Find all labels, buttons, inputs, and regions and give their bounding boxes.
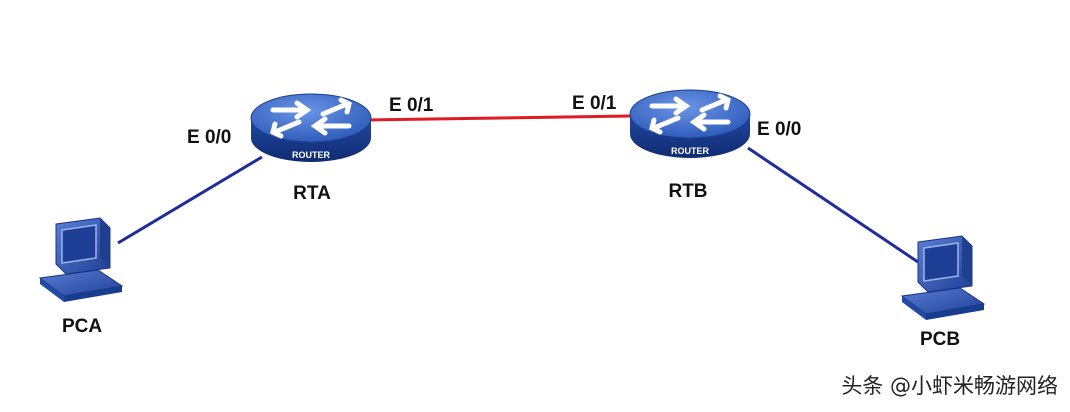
interface-label-rtb-e01: E 0/1 <box>572 93 617 114</box>
router-rtb[interactable]: ROUTER <box>629 89 751 158</box>
interface-label-rta-e00: E 0/0 <box>187 127 231 148</box>
router-badge: ROUTER <box>671 146 710 156</box>
router-arrows-icon <box>649 93 731 135</box>
pc-pcb[interactable] <box>900 235 986 320</box>
router-arrows-icon <box>270 97 352 139</box>
pc-pca[interactable] <box>38 217 124 302</box>
computer-icon <box>900 235 986 320</box>
node-label-pcb: PCB <box>920 329 960 350</box>
link-rta-rtb <box>367 114 631 122</box>
computer-icon <box>38 217 124 302</box>
interface-label-rta-e01: E 0/1 <box>389 95 434 116</box>
watermark-text: 头条 @小虾米畅游网络 <box>841 374 1058 398</box>
router-badge: ROUTER <box>292 150 331 160</box>
node-label-pca: PCA <box>62 316 102 337</box>
link-rtb-pcb <box>747 146 919 264</box>
router-rta[interactable]: ROUTER <box>250 93 372 162</box>
link-pca-rta <box>117 155 263 245</box>
node-label-rtb: RTB <box>668 181 707 202</box>
node-label-rta: RTA <box>293 183 331 204</box>
interface-label-rtb-e00: E 0/0 <box>757 119 801 140</box>
